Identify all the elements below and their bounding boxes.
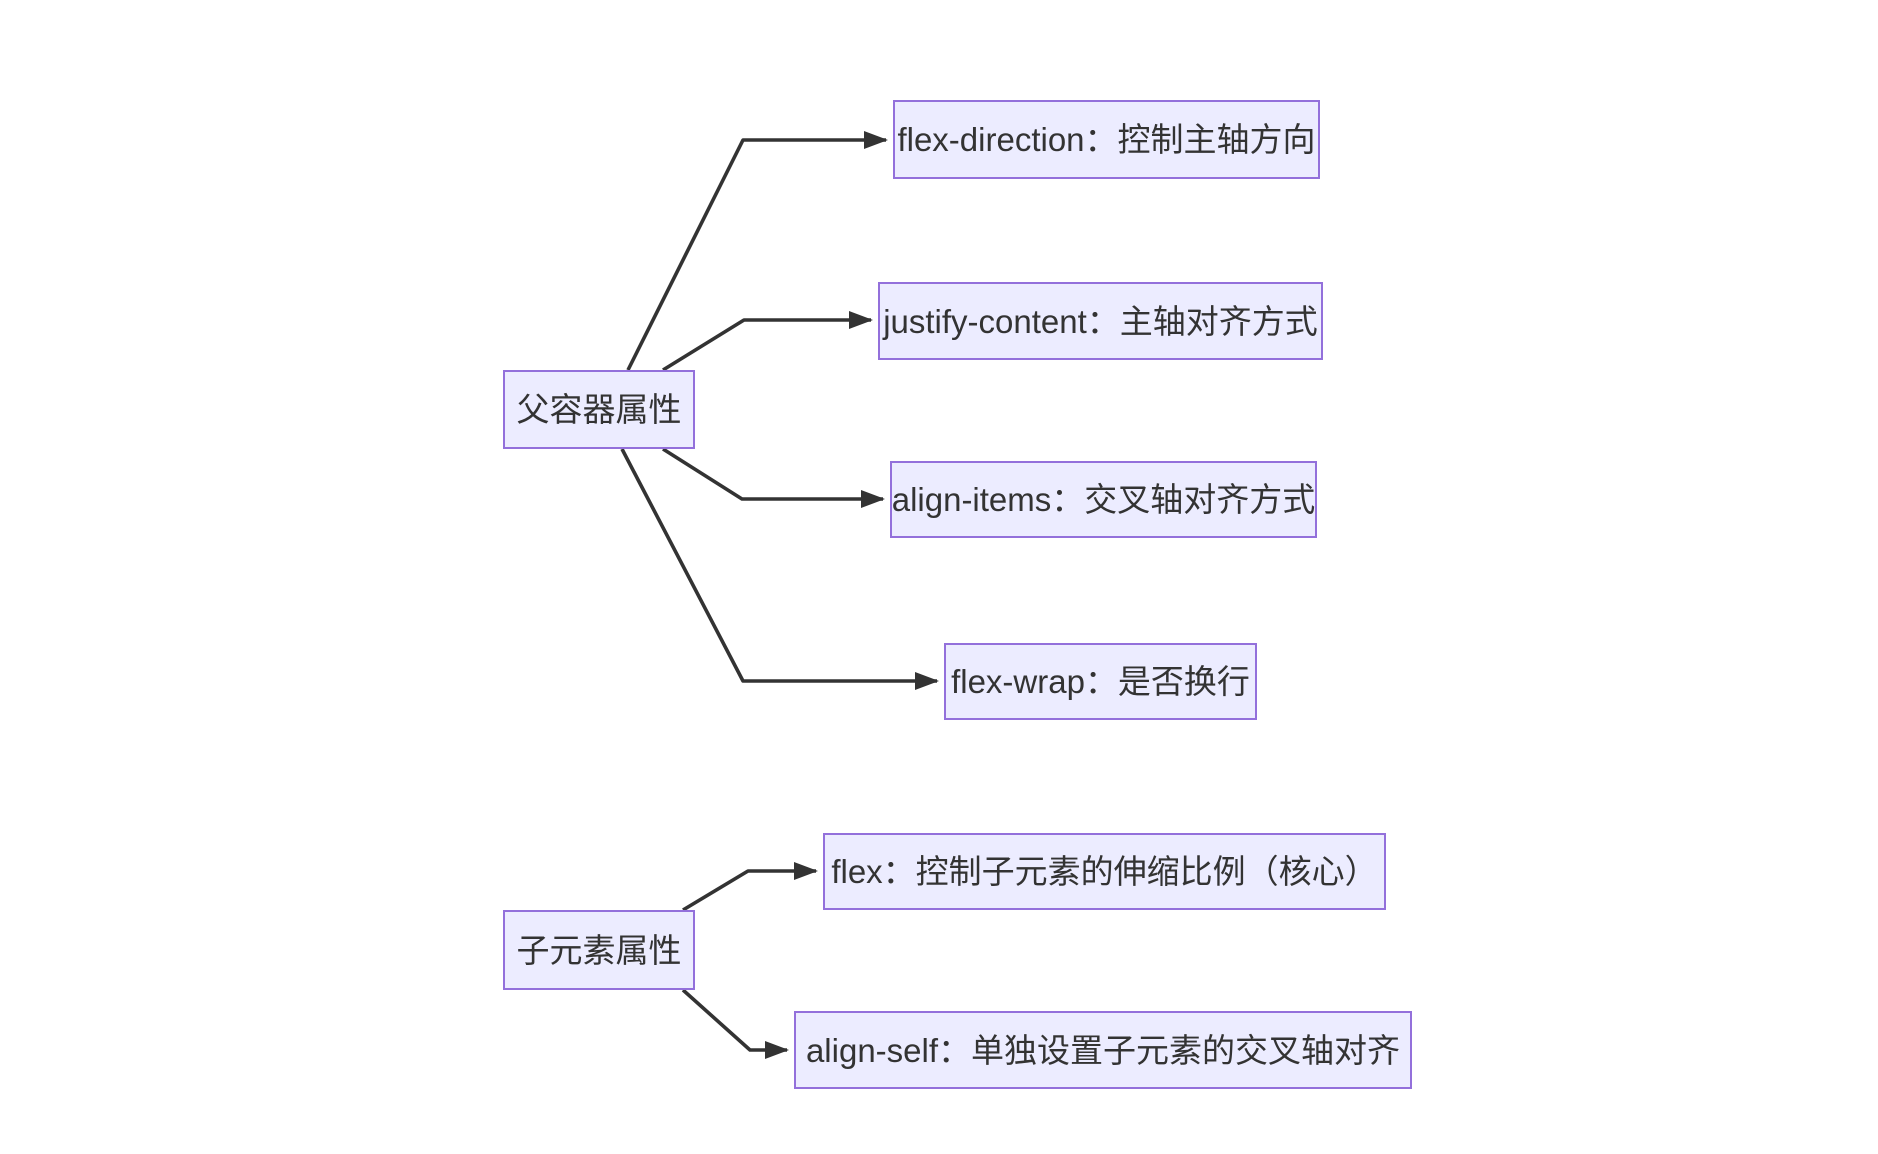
node-label: flex-direction：控制主轴方向 bbox=[897, 121, 1316, 158]
edge-child-to-flex bbox=[682, 862, 818, 912]
node-label: justify-content：主轴对齐方式 bbox=[883, 302, 1318, 340]
node-flex-wrap: flex-wrap：是否换行 bbox=[944, 643, 1257, 720]
node-flex: flex：控制子元素的伸缩比例（核心） bbox=[823, 833, 1386, 910]
node-label: align-self：单独设置子元素的交叉轴对齐 bbox=[805, 1031, 1401, 1069]
node-label: flex：控制子元素的伸缩比例（核心） bbox=[831, 853, 1378, 890]
node-align-self: align-self：单独设置子元素的交叉轴对齐 bbox=[794, 1011, 1412, 1089]
node-label: 父容器属性 bbox=[516, 391, 682, 428]
edge-parent-to-align-items bbox=[662, 447, 885, 508]
edge-parent-to-justify-content bbox=[662, 311, 873, 372]
node-justify-content: justify-content：主轴对齐方式 bbox=[878, 282, 1323, 360]
node-flex-direction: flex-direction：控制主轴方向 bbox=[893, 100, 1320, 179]
edge-parent-to-flex-direction bbox=[626, 131, 888, 371]
node-label: 子元素属性 bbox=[516, 931, 682, 969]
edge-parent-to-flex-wrap bbox=[620, 448, 939, 690]
node-align-items: align-items：交叉轴对齐方式 bbox=[890, 461, 1317, 538]
node-parent-container-properties: 父容器属性 bbox=[503, 370, 695, 449]
node-label: flex-wrap：是否换行 bbox=[951, 663, 1250, 700]
node-label: align-items：交叉轴对齐方式 bbox=[891, 481, 1316, 518]
node-child-element-properties: 子元素属性 bbox=[503, 910, 695, 990]
edge-child-to-align-self bbox=[681, 988, 789, 1059]
